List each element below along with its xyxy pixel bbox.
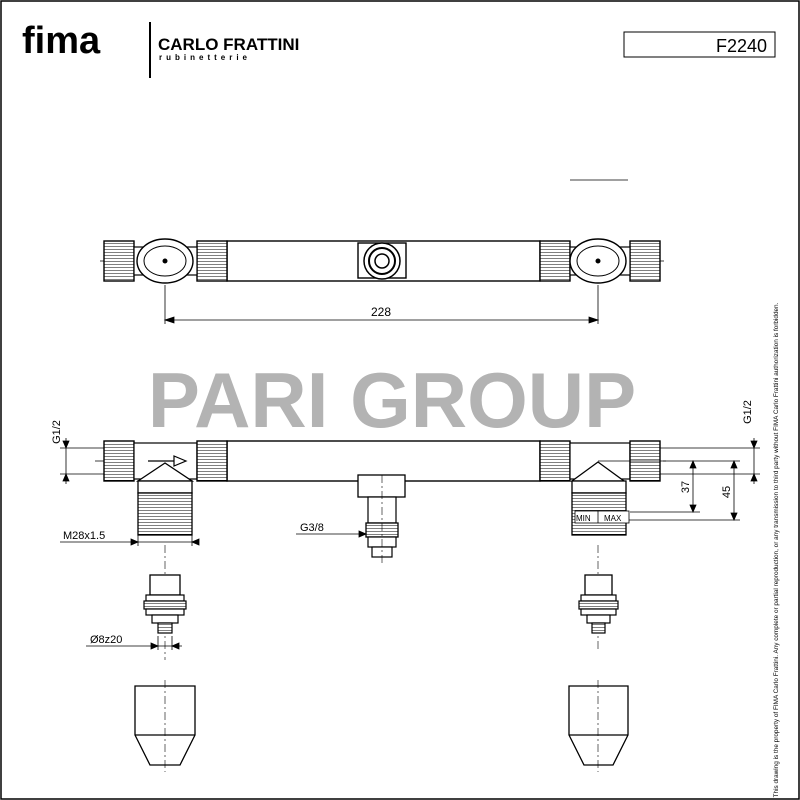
cartridge-thread-dimension	[60, 535, 200, 546]
cartridge-thread-label: M28x1.5	[63, 530, 105, 542]
max-label: MAX	[604, 514, 622, 523]
inlet-thread-dimensions	[60, 438, 760, 484]
spindle-dimension	[86, 636, 182, 650]
inlet-thread-left: G1/2	[51, 420, 63, 444]
front-view	[95, 440, 668, 565]
height-a-label: 37	[680, 481, 692, 493]
model-code-box	[623, 31, 776, 58]
height-dimensions	[598, 459, 740, 522]
brand-logo: fima CARLO FRATTINI rubinetterie	[22, 20, 299, 78]
width-dimension	[163, 285, 600, 324]
height-b-label: 45	[721, 486, 733, 498]
company-name: CARLO FRATTINI	[158, 35, 299, 54]
company-subtitle: rubinetterie	[159, 53, 251, 62]
brand-name: fima	[22, 20, 101, 62]
min-label: MIN	[576, 514, 591, 523]
copyright-disclaimer: This drawing is the property of FIMA Car…	[773, 302, 780, 797]
model-code: F2240	[716, 36, 767, 56]
right-cartridge	[578, 545, 619, 650]
spindle-label: Ø8z20	[90, 634, 122, 646]
watermark: PARI GROUP	[148, 356, 636, 444]
left-cartridge	[143, 545, 187, 660]
min-max-scale	[574, 510, 630, 524]
width-label: 228	[371, 305, 391, 319]
inlet-thread-right: G1/2	[742, 400, 754, 424]
top-view	[100, 238, 668, 284]
right-handle	[568, 680, 629, 772]
outlet-thread-label: G3/8	[300, 522, 324, 534]
left-handle	[134, 680, 196, 772]
outlet-thread-dimension	[296, 530, 368, 538]
